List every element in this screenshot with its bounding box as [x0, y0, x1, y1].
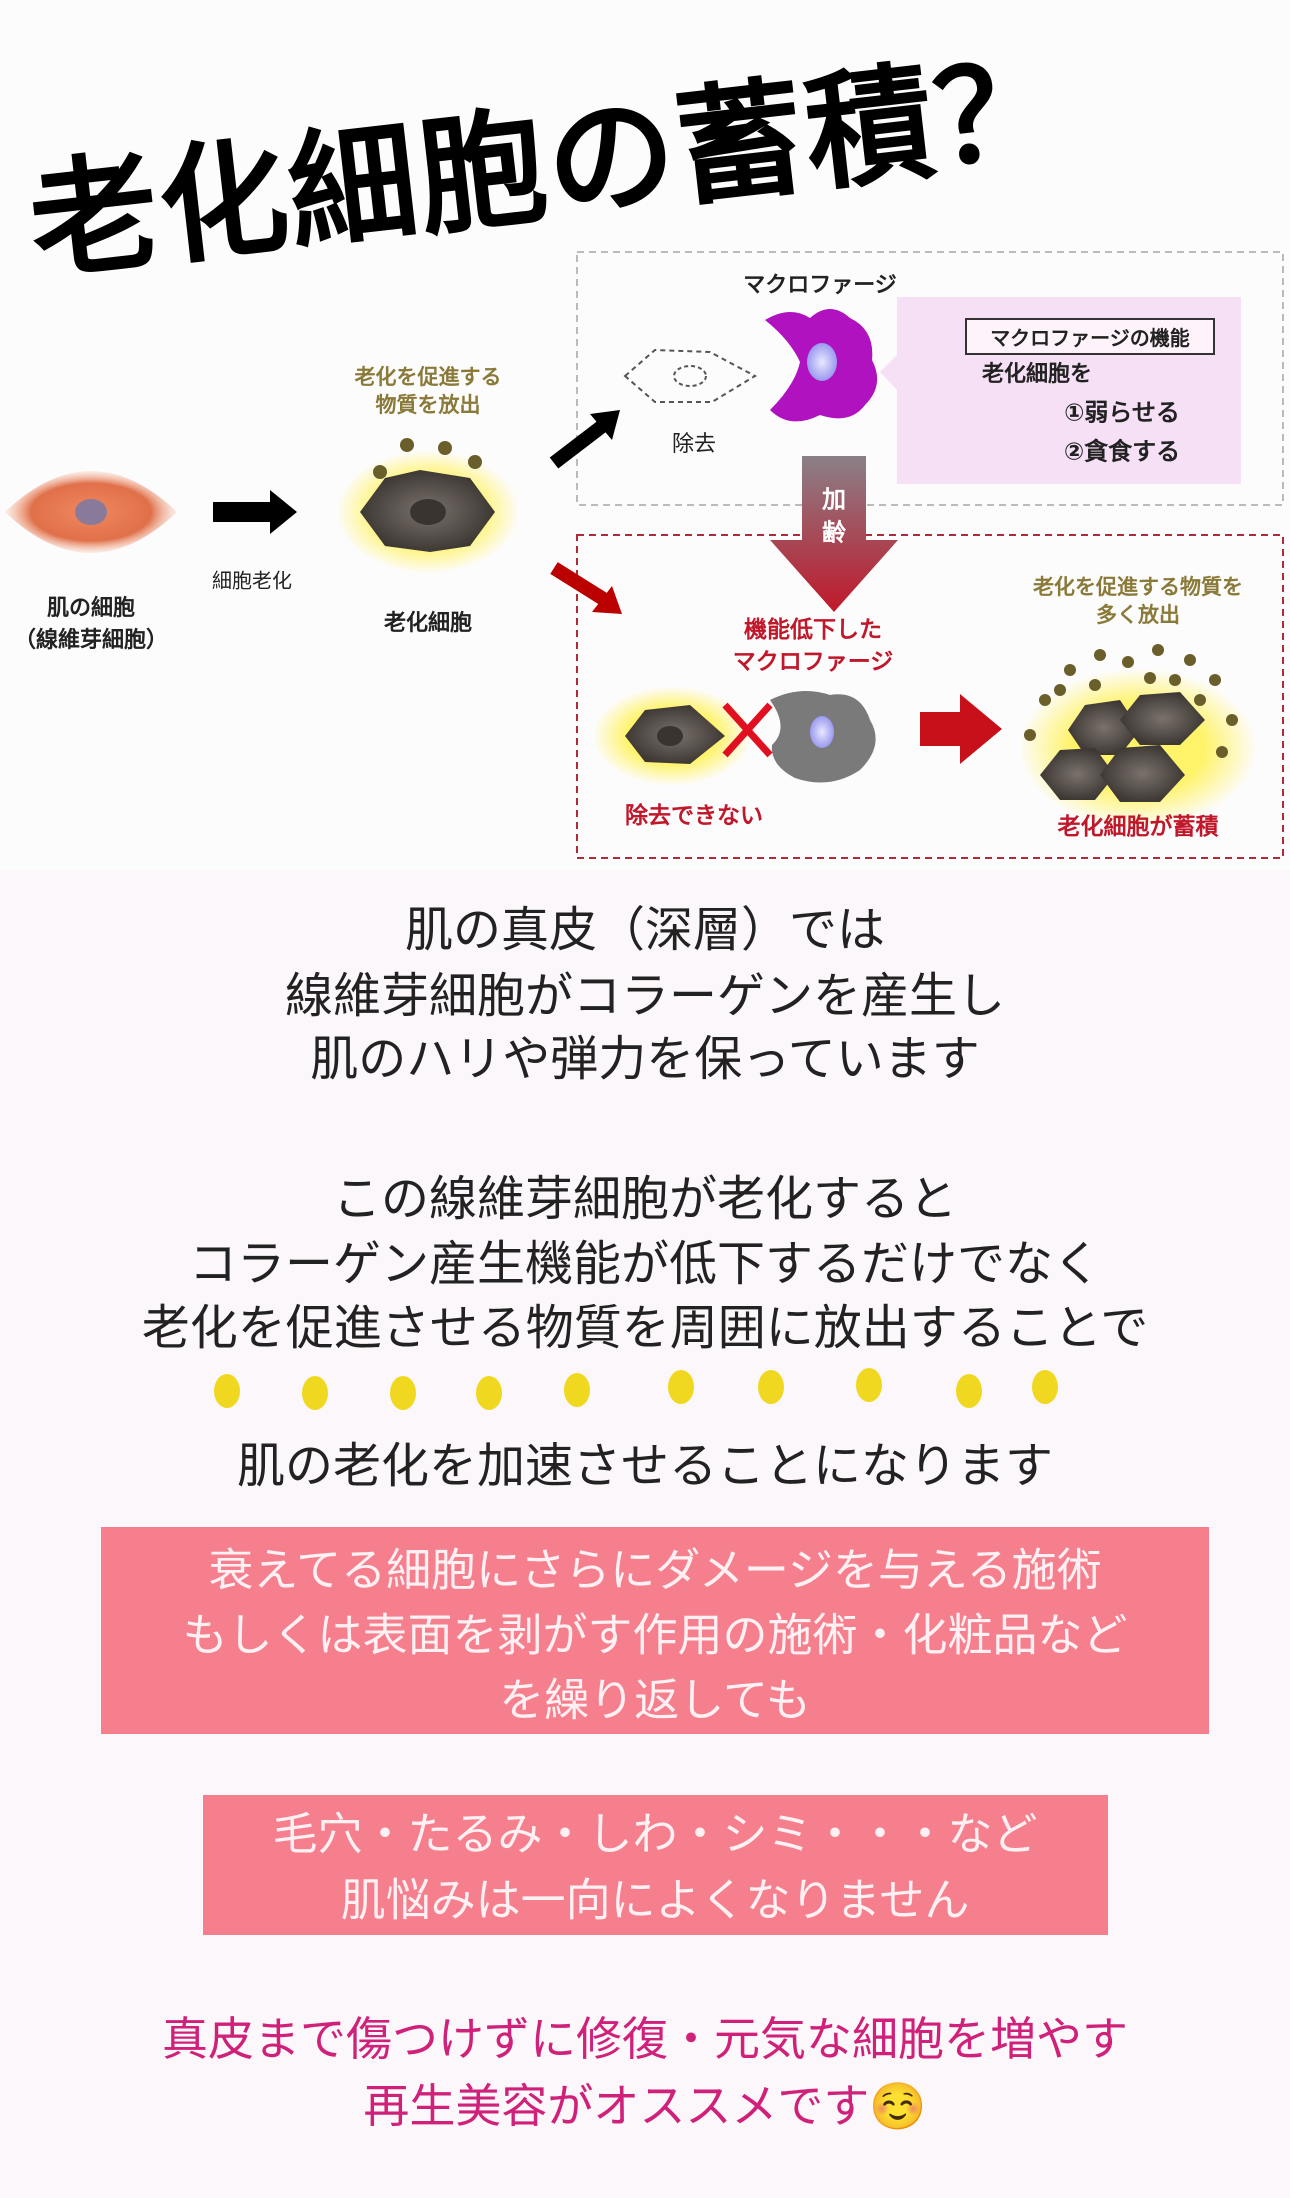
body-line: 肌の老化を加速させることになります — [236, 1438, 1054, 1494]
yellow-dot — [476, 1376, 502, 1410]
release-label: 老化を促進する — [354, 365, 502, 389]
skin-cell-label: 肌の細胞 — [46, 596, 136, 621]
arrow-up-right-icon — [549, 410, 620, 469]
yellow-dot — [390, 1376, 416, 1410]
concerns-line: 肌悩みは一向によくなりません — [340, 1873, 970, 1927]
macrophage-icon — [765, 309, 878, 422]
smiling-face-icon: ☺️ — [869, 2079, 927, 2133]
removed-cell-icon — [623, 348, 758, 403]
aging-arrow-label: 加 — [822, 485, 846, 514]
yellow-dot — [856, 1368, 882, 1402]
warning-box — [101, 1527, 1209, 1734]
accumulated-cells-icon — [1018, 644, 1258, 828]
weakened-macrophage-icon — [770, 691, 876, 783]
yellow-dot — [214, 1374, 240, 1408]
diagram-graphics — [5, 251, 1284, 859]
arrow-down-right-icon — [550, 562, 622, 614]
accumulation-label: 老化細胞が蓄積 — [1057, 814, 1219, 840]
senescent-cell-icon — [592, 686, 752, 786]
aging-arrow-icon — [770, 456, 898, 612]
skin-concerns-box — [203, 1795, 1108, 1935]
weakened-macrophage-label: マクロファージ — [732, 649, 894, 675]
body-line: この線維芽細胞が老化すると — [332, 1171, 958, 1227]
red-arrow-right-icon — [920, 694, 1002, 764]
removal-label: 除去 — [671, 432, 717, 457]
skin-cell-sublabel: （線維芽細胞） — [13, 628, 169, 653]
release-more-label: 多く放出 — [1096, 603, 1180, 627]
release-label: 物質を放出 — [375, 393, 481, 417]
yellow-dot — [668, 1370, 694, 1404]
yellow-dot — [302, 1376, 328, 1410]
yellow-dot — [956, 1374, 982, 1408]
red-x-icon — [722, 702, 773, 758]
senescent-cell-label: 老化細胞 — [383, 611, 473, 636]
yellow-dot — [1032, 1370, 1058, 1404]
macrophage-label: マクロファージ — [743, 273, 897, 298]
skin-cell-icon — [5, 471, 177, 553]
aging-path-box — [576, 534, 1284, 859]
callout-pointer — [880, 355, 897, 390]
function-subject: 老化細胞を — [981, 362, 1093, 387]
release-more-label: 老化を促進する物質を — [1033, 575, 1243, 599]
yellow-dots-row — [0, 1368, 1290, 1410]
closing-line: 真皮まで傷つけずに修復・元気な細胞を増やす — [162, 2012, 1128, 2066]
yellow-dot — [758, 1370, 784, 1404]
warning-line: もしくは表面を剥がす作用の施術・化粧品など — [182, 1608, 1128, 1662]
senescent-cell-icon — [336, 438, 520, 574]
body-line: 肌のハリや弾力を保っています — [310, 1031, 980, 1087]
warning-line: 衰えてる細胞にさらにダメージを与える施術 — [208, 1543, 1102, 1597]
normal-path-box — [576, 251, 1284, 506]
function-item: ②貪食する — [1063, 437, 1181, 466]
cannot-remove-label: 除去できない — [625, 803, 763, 829]
closing-line: 再生美容がオススメです☺️ — [363, 2070, 926, 2136]
body-line: 老化を促進させる物質を周囲に放出することで — [141, 1300, 1149, 1356]
yellow-dot — [564, 1373, 590, 1407]
concerns-line: 毛穴・たるみ・しわ・シミ・・・など — [272, 1807, 1038, 1861]
function-item: ①弱らせる — [1064, 398, 1180, 427]
body-line: 肌の真皮（深層）では — [404, 902, 886, 958]
aging-arrow-label: 齢 — [822, 518, 846, 547]
arrow-right-icon — [213, 490, 297, 534]
body-line: 線維芽細胞がコラーゲンを産生し — [284, 968, 1006, 1024]
warning-line: を繰り返しても — [499, 1673, 811, 1727]
body-line: コラーゲン産生機能が低下するだけでなく — [188, 1236, 1102, 1292]
closing-text: 再生美容がオススメです — [363, 2079, 870, 2133]
arrow-label: 細胞老化 — [212, 568, 292, 593]
weakened-macrophage-label: 機能低下した — [744, 617, 882, 643]
function-box-title: マクロファージの機能 — [965, 318, 1215, 355]
